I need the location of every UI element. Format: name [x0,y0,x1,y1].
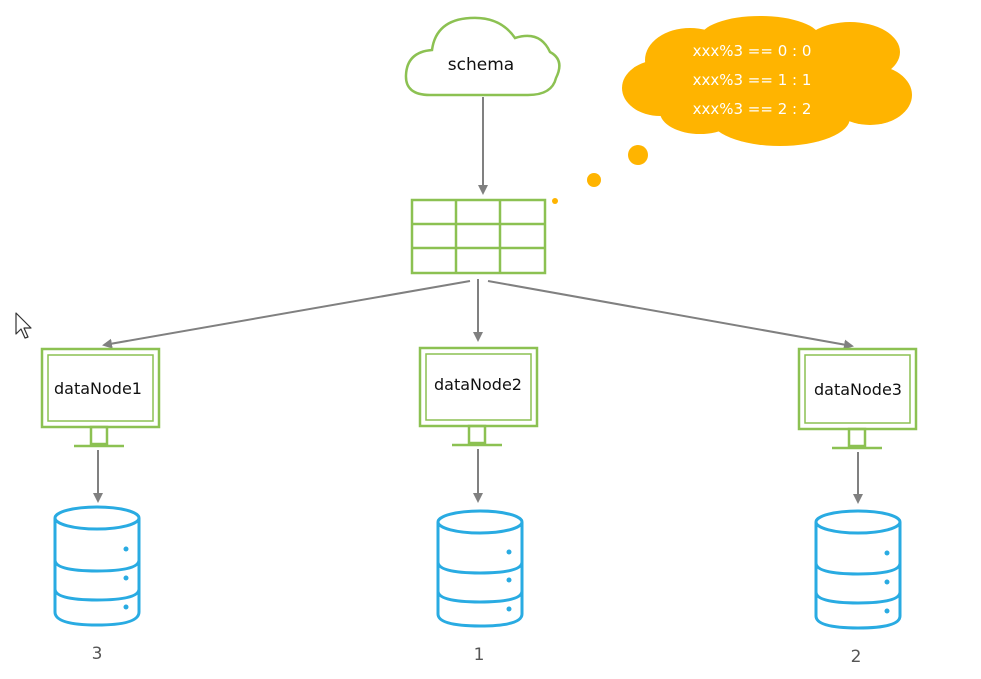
database-icon [53,505,141,627]
rule-bubble: xxx%3 == 0 : 0 xxx%3 == 1 : 1 xxx%3 == 2… [552,16,912,204]
data-node-3: dataNode3 2 [797,347,918,667]
db-shard-label: 1 [474,645,485,665]
arrow-table-to-node3 [487,280,854,350]
db-shard-label: 2 [851,647,862,667]
monitor-icon [40,347,161,448]
monitor-icon [418,346,539,447]
bubble-dot-large [628,145,648,165]
db-shard-label: 3 [92,644,103,664]
rule-line-1: xxx%3 == 1 : 1 [693,71,812,89]
bubble-dot-small [552,198,558,204]
table-grid-icon [410,198,547,275]
data-node-1: dataNode1 3 [40,347,161,664]
node-label: dataNode3 [814,380,902,399]
arrow-table-to-node1 [102,280,471,349]
node-label: dataNode2 [434,375,522,394]
database-icon [436,509,524,628]
rule-line-0: xxx%3 == 0 : 0 [693,42,812,60]
schema-label: schema [448,55,514,75]
data-node-2: dataNode2 1 [418,346,539,665]
rule-line-2: xxx%3 == 2 : 2 [693,100,812,118]
monitor-icon [797,347,918,450]
mouse-cursor-icon [15,312,32,339]
bubble-dot-medium [587,173,601,187]
node-label: dataNode1 [54,379,142,398]
database-icon [814,509,902,630]
schema-cloud: schema [404,16,561,97]
